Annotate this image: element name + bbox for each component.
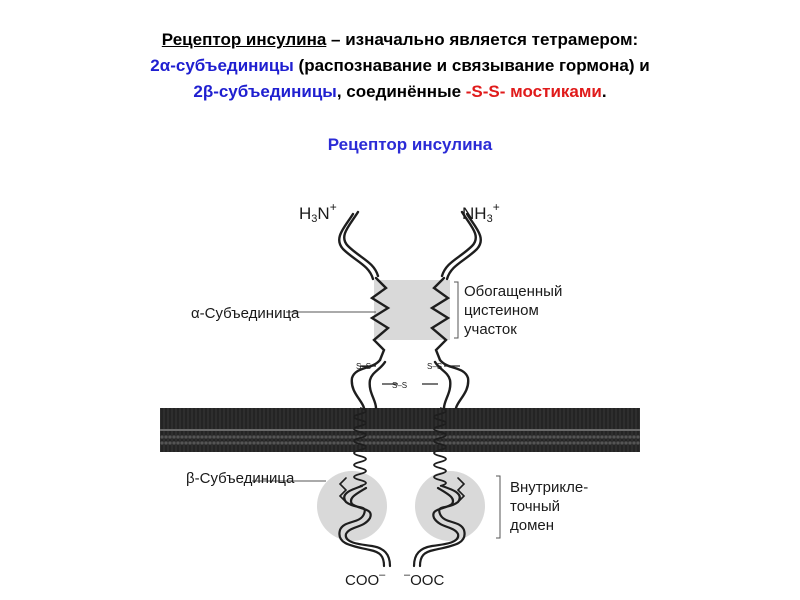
beta-subunit-label: β-Субъединица [186,469,294,488]
intracellular-label-line-3: домен [510,516,588,535]
n-terminus-right-charge: + [493,200,500,214]
ss-bond-right: S–S [427,357,442,376]
cysteine-region-label: Обогащенный цистеином участок [464,282,562,339]
n-terminus-right-main: NH [462,204,487,223]
ss-bond-left: S–S [356,357,371,376]
cysteine-bracket [454,282,458,338]
intracellular-label-line-1: Внутрикле- [510,478,588,497]
alpha-subunit-label: α-Субъединица [191,304,299,323]
c-terminus-left-charge: – [379,569,385,581]
cysteine-label-line-3: участок [464,320,562,339]
intracellular-bracket [496,476,500,538]
n-terminus-right-label: NH3+ [462,198,500,229]
disulfide-bridges [360,366,460,384]
n-terminus-left-main: H [299,204,311,223]
c-terminus-right-label: –OOC [404,566,444,590]
ss-bond-center: S–S [392,376,407,395]
n-terminus-left-label: H3N+ [299,198,337,229]
n-terminus-right-sub: 3 [487,213,493,225]
n-terminus-left-n: N [317,204,329,223]
c-terminus-left-label: COO– [345,566,385,590]
cysteine-label-line-1: Обогащенный [464,282,562,301]
intracellular-label-line-2: точный [510,497,588,516]
c-terminus-right-text: OOC [410,572,444,589]
cysteine-label-line-2: цистеином [464,301,562,320]
intracellular-domain-label: Внутрикле- точный домен [510,478,588,535]
n-terminus-left-charge: + [330,200,337,214]
c-terminus-left-text: COO [345,572,379,589]
